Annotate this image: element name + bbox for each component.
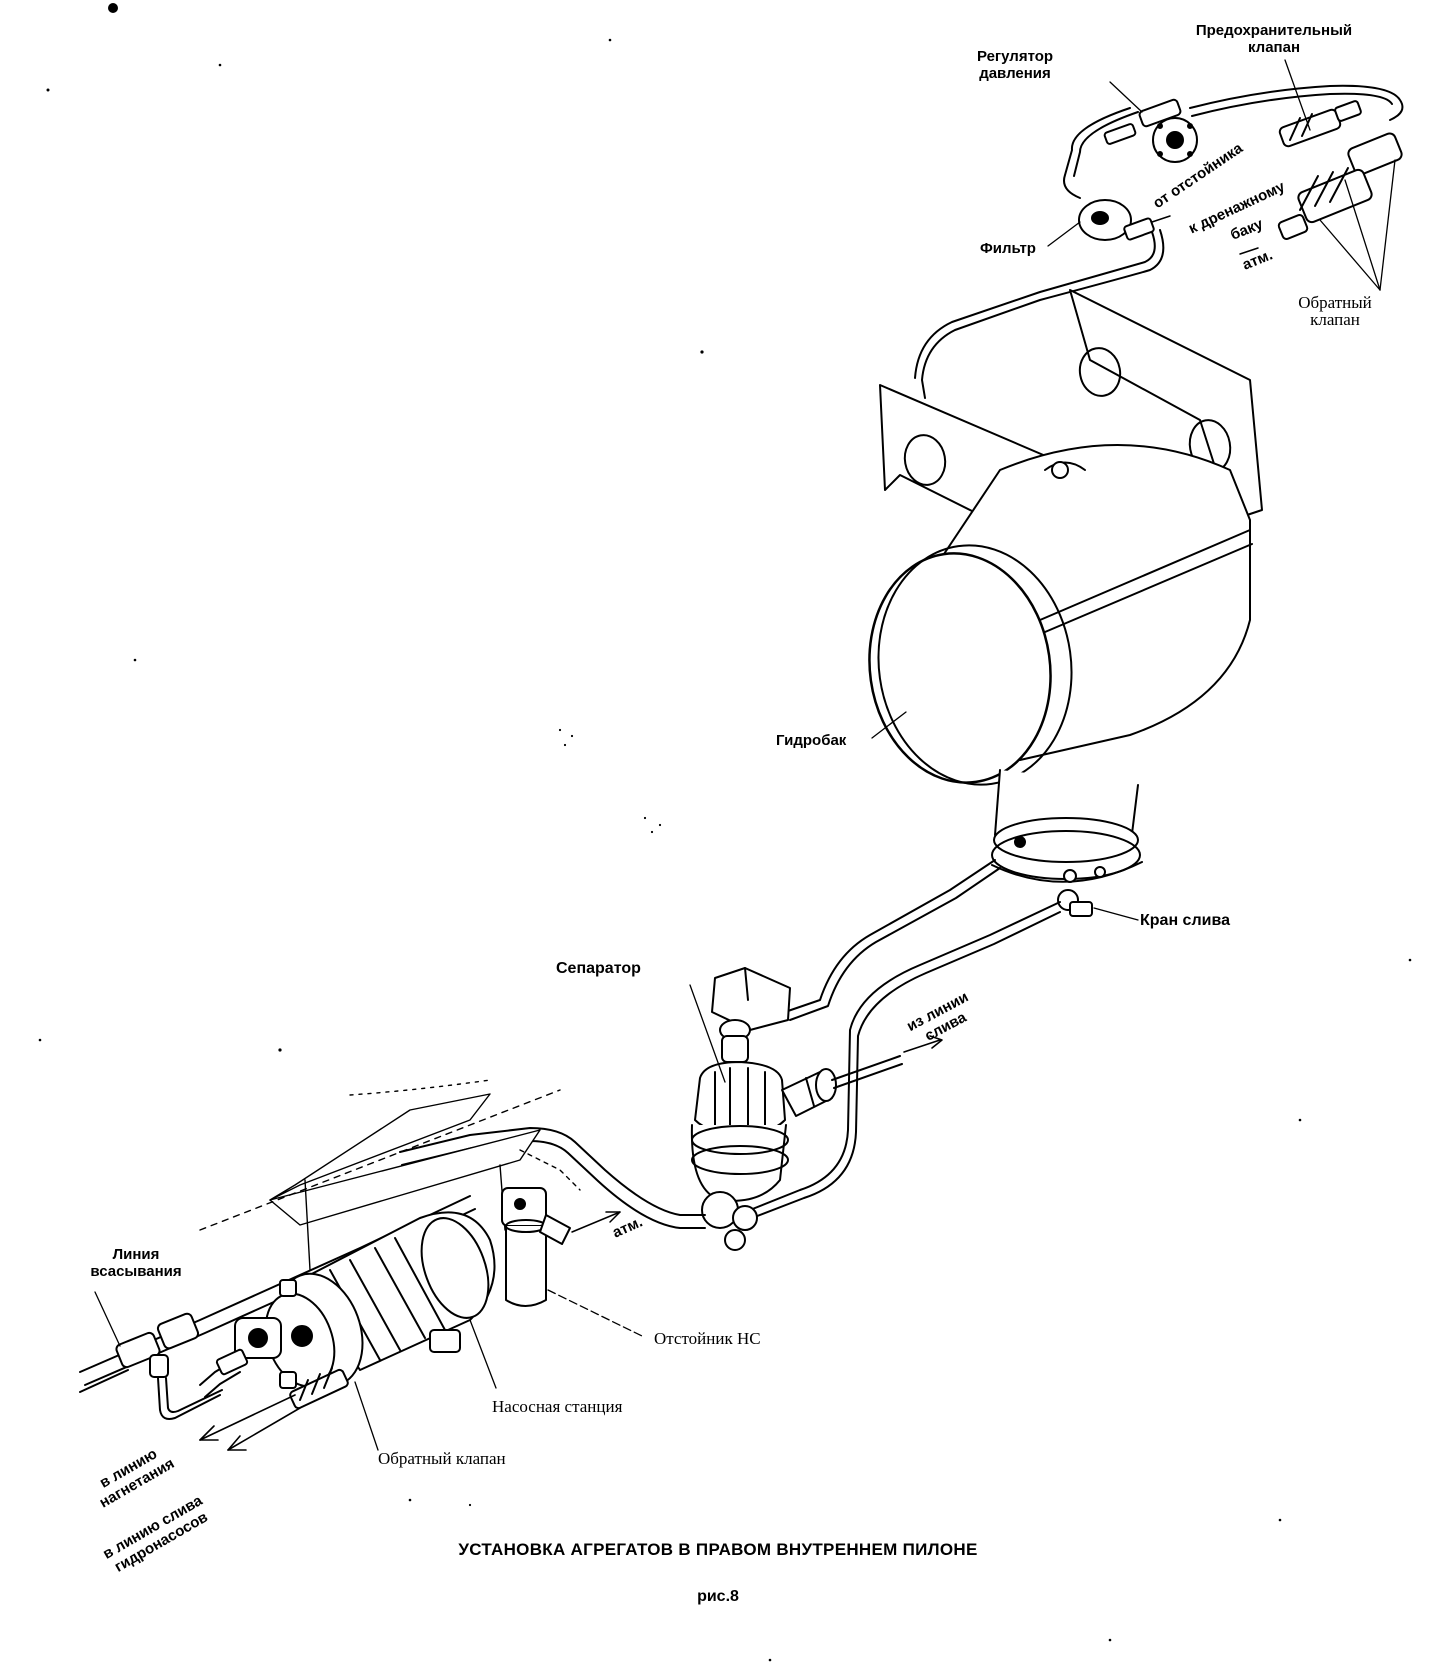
pressure-regulator-icon <box>1103 98 1198 163</box>
label-drain-cock: Кран слива <box>1140 912 1230 929</box>
label-safety-valve: Предохранительный клапан <box>1195 22 1353 56</box>
top-valve-assembly <box>914 59 1404 399</box>
figure-number: рис.8 <box>697 1588 739 1605</box>
label-filter: Фильтр <box>980 240 1036 257</box>
label-pressure-regulator: Регулятор давления <box>976 48 1054 82</box>
separator-to-pump-pipe <box>399 1127 706 1229</box>
check-valve-top-icon <box>1277 132 1403 241</box>
label-pump-sump: Отстойник НС <box>654 1329 761 1348</box>
scan-specks <box>38 3 1412 1662</box>
check-valve-bottom-icon <box>289 1367 349 1410</box>
label-check-valve-bottom: Обратный клапан <box>378 1449 506 1468</box>
figure-caption: УСТАНОВКА АГРЕГАТОВ В ПРАВОМ ВНУТРЕННЕМ … <box>458 1540 978 1559</box>
pump-sump-icon <box>501 1187 643 1337</box>
filter-icon <box>1078 199 1155 241</box>
label-separator: Сепаратор <box>556 960 641 977</box>
label-hydraulic-tank: Гидробак <box>776 732 847 749</box>
tank-to-separator-pipes <box>749 859 1061 1219</box>
hydraulic-tank-icon <box>868 289 1263 921</box>
pylon-fairing <box>199 1079 581 1271</box>
separator-icon <box>689 967 943 1251</box>
safety-valve-icon <box>1278 100 1362 148</box>
label-suction-line: Линия всасывания <box>90 1246 182 1280</box>
label-pump-station: Насосная станция <box>492 1397 623 1416</box>
drain-cock-icon <box>1057 889 1093 917</box>
pump-station-icon <box>199 1211 497 1451</box>
label-check-valve-top: Обратный клапан <box>1298 293 1372 329</box>
